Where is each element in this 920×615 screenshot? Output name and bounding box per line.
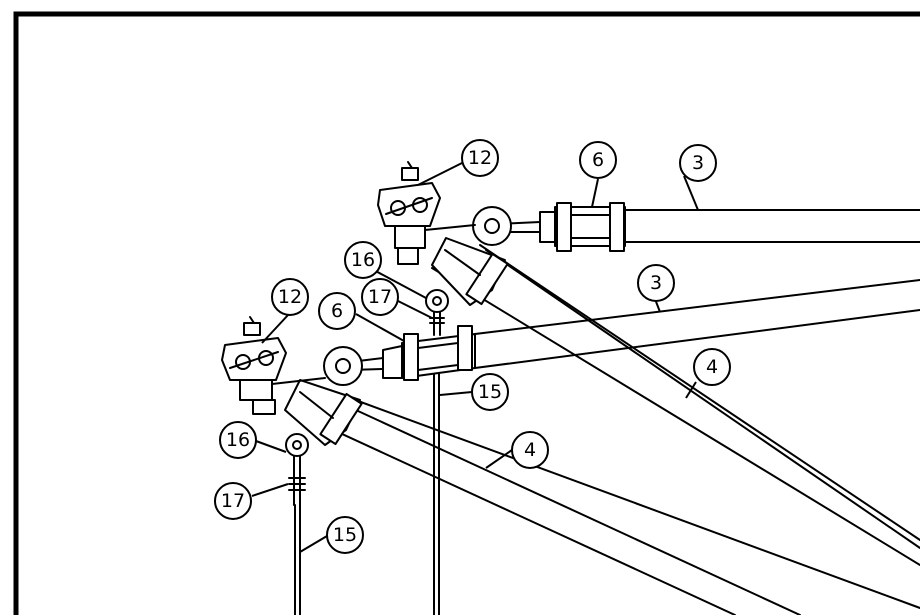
svg-text:3: 3: [650, 272, 662, 294]
svg-text:12: 12: [278, 286, 302, 308]
svg-text:12: 12: [468, 147, 492, 169]
svg-text:6: 6: [592, 149, 604, 171]
callout-4-upper: 4: [693, 348, 731, 386]
strut-upper-diagonal: [431, 244, 920, 566]
eye-bolt-upper: [425, 289, 449, 336]
callout-4-lower: 4: [511, 431, 549, 469]
vertical-rod-left: [294, 504, 301, 615]
callout-17-lower: 17: [214, 482, 252, 520]
svg-text:4: 4: [524, 439, 536, 461]
clamp-sleeve-lower: [382, 325, 476, 381]
piercing-clamp-lower: [221, 316, 326, 415]
pulley-lower: [323, 346, 363, 386]
callout-15-lower: 15: [326, 516, 364, 554]
callout-6-lower: 6: [318, 292, 356, 330]
strut-lower-diagonal: [289, 397, 920, 615]
callout-3-lower: 3: [637, 264, 675, 302]
callout-12-upper: 12: [461, 139, 499, 177]
pulley-upper: [472, 206, 512, 246]
tube-lower-inclined: [474, 279, 920, 369]
svg-text:16: 16: [351, 249, 375, 271]
callout-6-upper: 6: [579, 141, 617, 179]
callout-16-lower: 16: [219, 421, 257, 459]
tube-upper-horizontal: [624, 209, 920, 243]
clamp-sleeve-upper: [539, 202, 626, 252]
bracket-upper: [431, 237, 509, 306]
piercing-clamp-upper: [377, 161, 476, 265]
bracket-lower: [284, 379, 363, 446]
callout-12-lower: 12: [271, 278, 309, 316]
callout-17-upper: 17: [361, 278, 399, 316]
drawing-frame: [13, 11, 920, 615]
svg-text:17: 17: [368, 286, 392, 308]
svg-text:6: 6: [331, 300, 343, 322]
eye-bolt-lower: [285, 433, 309, 506]
svg-text:15: 15: [333, 524, 357, 546]
svg-text:3: 3: [692, 152, 704, 174]
svg-text:4: 4: [706, 356, 718, 378]
svg-text:16: 16: [226, 429, 250, 451]
vertical-rod-right: [433, 371, 440, 615]
svg-text:17: 17: [221, 490, 245, 512]
svg-text:15: 15: [478, 381, 502, 403]
callout-16-upper: 16: [344, 241, 382, 279]
callout-3-upper: 3: [679, 144, 717, 182]
callout-15-upper: 15: [471, 373, 509, 411]
